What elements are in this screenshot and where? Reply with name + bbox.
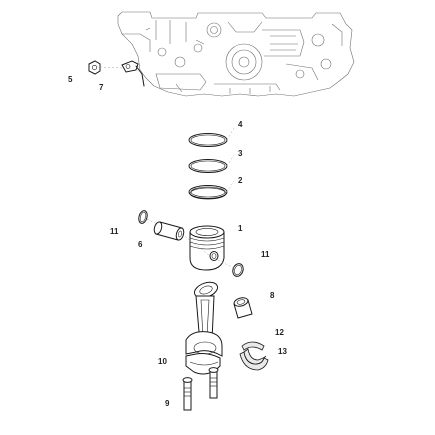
part-9-rod-bolt-left xyxy=(182,377,193,411)
part-4-top-ring xyxy=(188,133,228,147)
part-8-bushing xyxy=(233,297,253,319)
engine-block-outline xyxy=(117,11,355,97)
callout-3: 3 xyxy=(238,149,243,158)
part-3-second-ring xyxy=(188,159,228,173)
callout-11-left: 11 xyxy=(110,227,119,236)
part-5-nut xyxy=(88,60,101,75)
callout-2: 2 xyxy=(238,176,243,185)
callout-10: 10 xyxy=(158,357,167,366)
part-11-snap-ring-left xyxy=(138,210,148,224)
callout-8: 8 xyxy=(270,291,275,300)
part-11-snap-ring-right xyxy=(232,263,244,277)
leader-4 xyxy=(226,127,235,141)
callout-5: 5 xyxy=(68,75,73,84)
part-1-piston xyxy=(189,225,225,271)
part-13-lower-bearing-shell xyxy=(239,348,269,371)
callout-11-right: 11 xyxy=(261,250,270,259)
callout-7: 7 xyxy=(99,83,104,92)
leader-2 xyxy=(226,180,235,193)
part-7-oil-jet xyxy=(121,60,145,87)
callout-4: 4 xyxy=(238,120,243,129)
callout-9: 9 xyxy=(165,399,170,408)
leader-11-right-ghost xyxy=(217,259,235,269)
leader-11-left-ghost xyxy=(146,218,158,225)
part-9-rod-bolt-right xyxy=(208,367,219,399)
pin-axis-ghost xyxy=(181,233,211,257)
callout-13: 13 xyxy=(278,347,287,356)
callout-6: 6 xyxy=(138,240,143,249)
part-2-oil-ring xyxy=(188,185,228,200)
callout-12: 12 xyxy=(275,328,284,337)
part-10-connecting-rod xyxy=(185,281,223,375)
part-12-upper-bearing-shell xyxy=(241,341,265,351)
part-6-piston-pin xyxy=(153,221,185,241)
leader-5-ghost xyxy=(99,66,123,69)
leader-3 xyxy=(226,154,235,167)
callout-1: 1 xyxy=(238,224,243,233)
